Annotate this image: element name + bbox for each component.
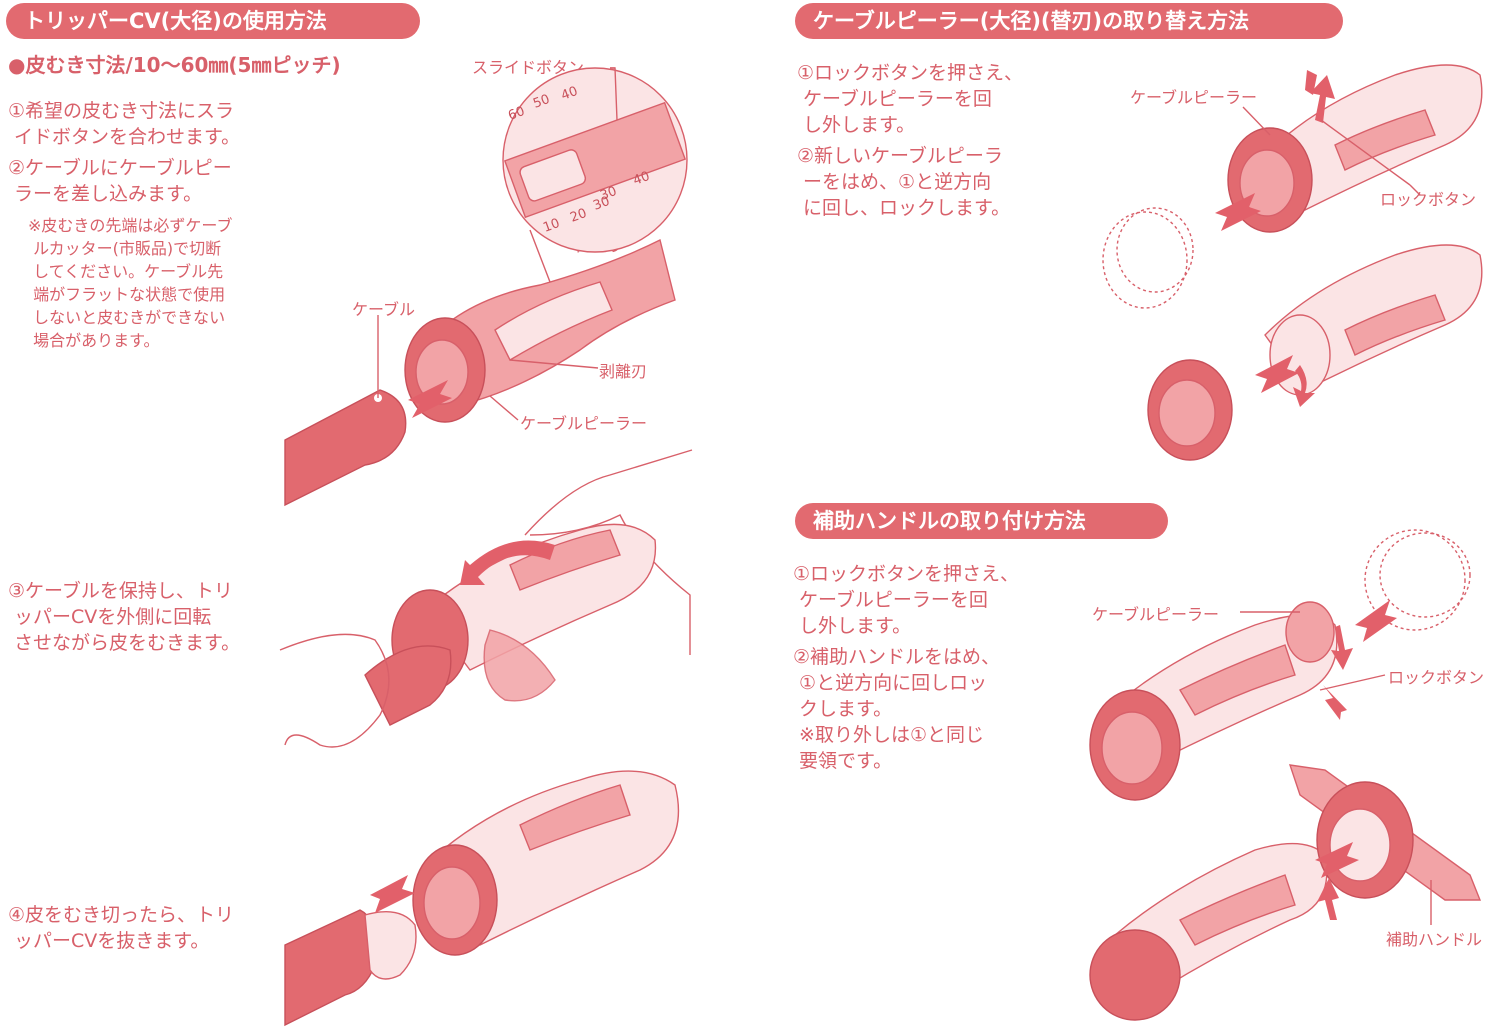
usage-step-3: ③ケーブルを保持し、トリ ッパーCVを外側に回転 させながら皮をむきます。 <box>8 580 241 654</box>
scale-number: 30 <box>598 184 619 204</box>
usage-step-4: ④皮をむき切ったら、トリ ッパーCVを抜きます。 <box>8 904 235 952</box>
section-title-aux-handle: 補助ハンドルの取り付け方法 <box>795 503 1168 539</box>
label-slide-button: スライドボタン <box>472 58 585 77</box>
label-cable-peeler: ケーブルピーラー <box>520 414 648 433</box>
illustration-remove <box>284 770 680 1027</box>
illustration-rotate-peel <box>279 449 693 748</box>
scale-number: 10 <box>541 216 562 236</box>
label-cable: ケーブル <box>352 300 416 319</box>
replace-step-1: ①ロックボタンを押さえ、 ケーブルピーラーを回 し外します。 <box>797 62 1024 136</box>
illustration-aux-handle <box>1089 529 1482 1021</box>
handle-step-2: ②補助ハンドルをはめ、 ①と逆方向に回しロッ クします。 ※取り外しは①と同じ … <box>793 646 1001 772</box>
usage-step-1: ①希望の皮むき寸法にスラ イドボタンを合わせます。 <box>8 100 241 148</box>
section-title-usage: トリッパーCV(大径)の使用方法 <box>6 3 420 39</box>
label-rb-cable-peeler: ケーブルピーラー <box>1092 605 1220 624</box>
label-rb-lock-button: ロックボタン <box>1388 668 1485 687</box>
illustration-replace-blade <box>1102 64 1483 461</box>
label-blade: 剥離刃 <box>599 362 648 381</box>
label-rt-lock-button: ロックボタン <box>1380 190 1477 209</box>
usage-note: ※皮むきの先端は必ずケーブ ルカッター(市販品)で切断 してください。ケーブル先… <box>28 216 233 350</box>
scale-number: 40 <box>631 169 652 189</box>
section-title-replace-blade: ケーブルピーラー(大径)(替刃)の取り替え方法 <box>795 3 1343 39</box>
scale-number: 40 <box>559 84 580 104</box>
peel-range: ●皮むき寸法/10〜60㎜(5㎜ピッチ) <box>8 53 341 77</box>
scale-number: 20 <box>568 206 589 226</box>
label-rt-cable-peeler: ケーブルピーラー <box>1130 88 1258 107</box>
replace-step-2: ②新しいケーブルピーラ ーをはめ、①と逆方向 に回し、ロックします。 <box>797 145 1011 219</box>
usage-step-2: ②ケーブルにケーブルピー ラーを差し込みます。 <box>8 157 232 205</box>
scale-number: 50 <box>531 92 552 112</box>
label-rb-aux-handle: 補助ハンドル <box>1386 930 1483 949</box>
handle-step-1: ①ロックボタンを押さえ、 ケーブルピーラーを回 し外します。 <box>793 563 1020 637</box>
scale-number: 30 <box>591 194 612 214</box>
scale-number: 60 <box>506 104 527 124</box>
